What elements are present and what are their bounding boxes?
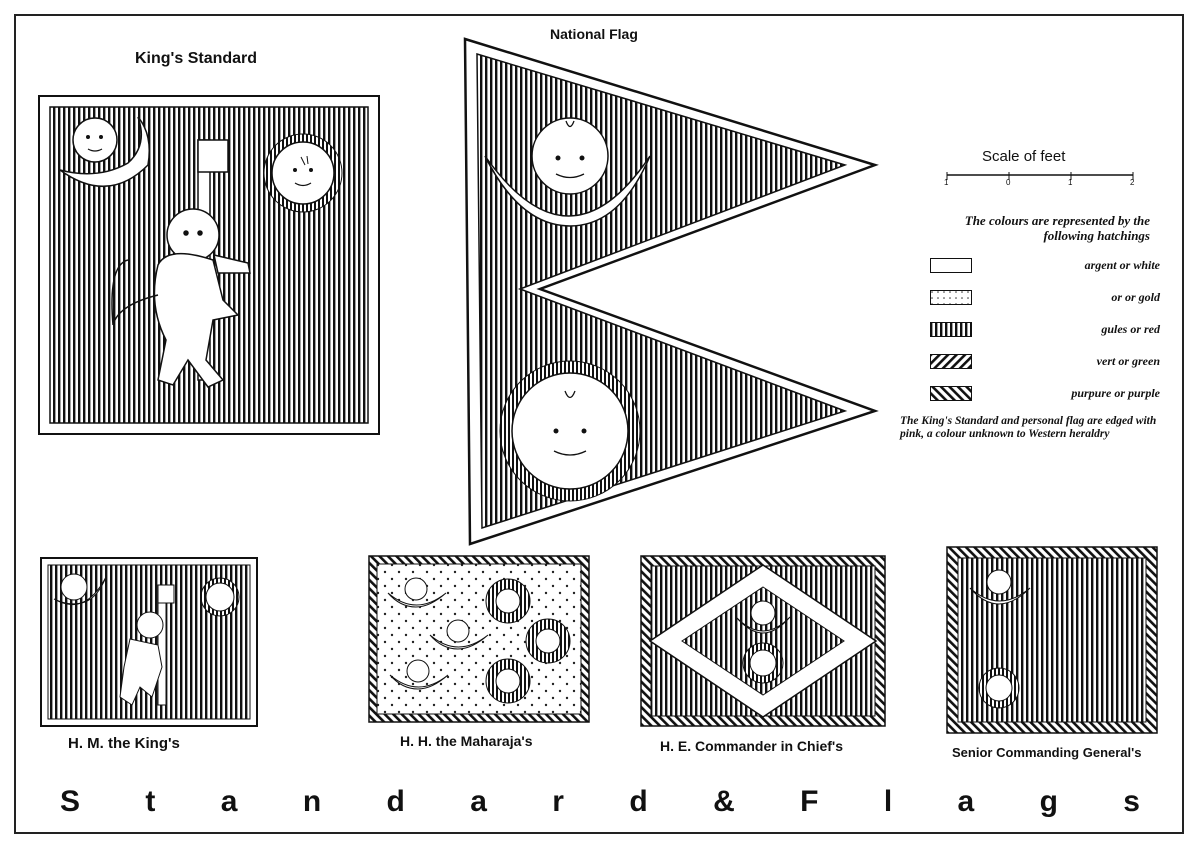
- scale-tick: 0: [1006, 178, 1011, 187]
- legend-label: or or gold: [1111, 290, 1160, 304]
- sun-icon: [742, 642, 784, 684]
- legend-item-green: vert or green: [930, 354, 1160, 370]
- sun-icon: [499, 360, 641, 502]
- footer-letter: a: [470, 785, 487, 818]
- legend-label: purpure or purple: [1071, 386, 1160, 400]
- kings-standard-label: King's Standard: [135, 50, 258, 67]
- legend-label: vert or green: [1096, 354, 1160, 368]
- he-commander-flag: [640, 555, 886, 727]
- crescent-moon-icon: [59, 116, 150, 188]
- hm-kings-label: H. M. the King's: [68, 735, 180, 752]
- footer-title: S t a n d a r d & F l a g s: [60, 785, 1140, 819]
- senior-generals-label: Senior Commanding General's: [952, 745, 1142, 760]
- sun-icon: [200, 577, 240, 617]
- footer-letter: F: [800, 785, 819, 818]
- legend-label: gules or red: [1101, 322, 1160, 336]
- senior-generals-flag: [946, 546, 1158, 734]
- footer-letter: n: [302, 785, 322, 818]
- footer-letter: t: [145, 785, 156, 818]
- scale-bar: [945, 172, 1135, 188]
- footer-letter: &: [713, 785, 735, 818]
- scale-title: Scale of feet: [982, 148, 1066, 165]
- sun-icon: [263, 133, 343, 213]
- crescent-moon-icon: [387, 577, 447, 608]
- crescent-moon-icon: [53, 573, 107, 606]
- legend-item-purple: purpure or purple: [930, 386, 1160, 402]
- footer-letter: a: [957, 785, 975, 818]
- crescent-moon-icon: [969, 569, 1031, 605]
- crescent-moon-icon: [484, 117, 651, 227]
- sun-icon: [485, 578, 531, 624]
- national-flag-label: National Flag: [550, 26, 638, 42]
- scale-tick: 2: [1130, 178, 1135, 187]
- scale-tick: 1: [1068, 178, 1073, 187]
- hm-kings-flag: [40, 557, 258, 727]
- sun-icon: [978, 667, 1020, 709]
- sun-icon: [525, 618, 571, 664]
- crescent-moon-icon: [389, 659, 449, 690]
- footer-letter: s: [1123, 785, 1140, 818]
- legend-note: The King's Standard and personal flag ar…: [900, 415, 1157, 440]
- page-frame: [14, 14, 1184, 834]
- lion-icon: [119, 611, 164, 706]
- hh-maharajas-flag: [368, 555, 590, 723]
- he-commander-label: H. E. Commander in Chief's: [660, 738, 844, 754]
- crescent-moon-icon: [429, 619, 489, 650]
- legend-item-white: argent or white: [930, 258, 1160, 274]
- national-flag: [460, 36, 880, 548]
- legend-item-gold: or or gold: [930, 290, 1160, 306]
- footer-letter: l: [883, 785, 893, 818]
- legend-title: The colours are represented by the follo…: [964, 213, 1150, 243]
- crescent-moon-icon: [735, 600, 791, 634]
- kings-standard-flag: [38, 95, 380, 435]
- lion-icon: [111, 208, 251, 388]
- footer-letter: d: [386, 785, 405, 818]
- footer-letter: a: [220, 785, 238, 818]
- footer-letter: S: [60, 785, 81, 818]
- footer-letter: r: [552, 785, 564, 818]
- footer-letter: g: [1039, 785, 1058, 818]
- scale-tick: 1: [944, 178, 949, 187]
- legend-label: argent or white: [1084, 258, 1160, 272]
- footer-letter: d: [629, 785, 648, 818]
- sun-icon: [485, 658, 531, 704]
- legend-item-red: gules or red: [930, 322, 1160, 338]
- hh-maharajas-label: H. H. the Maharaja's: [400, 733, 533, 749]
